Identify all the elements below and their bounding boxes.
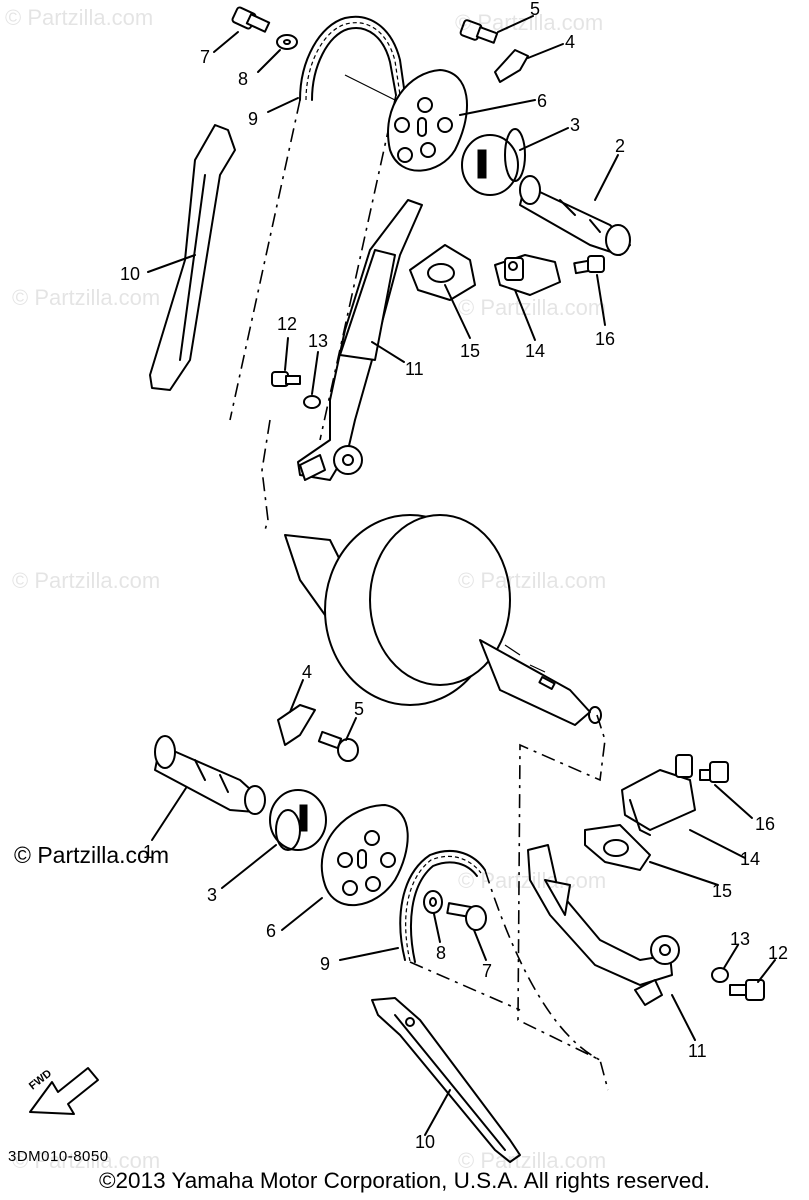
watermark: © Partzilla.com (12, 285, 161, 310)
fwd-arrow (29, 1067, 99, 1115)
watermark: © Partzilla.com (12, 1148, 161, 1173)
washer-lower-13 (711, 967, 729, 983)
callout-lower-7: 7 (482, 961, 493, 981)
camshaft-upper-2 (519, 175, 631, 256)
lock-plate-upper-4 (494, 49, 529, 83)
diagram-part-code: 3DM010-8050 (8, 1148, 109, 1165)
tensioner-lower-14 (621, 754, 696, 836)
washer-lower-8 (423, 890, 443, 914)
bolt-upper-12 (271, 371, 301, 387)
callout-lower-8: 8 (436, 943, 447, 963)
callout-upper-10: 10 (120, 264, 141, 284)
callout-upper-7: 7 (200, 47, 211, 67)
bolt-lower-16 (699, 761, 729, 783)
watermark: © Partzilla.com (5, 5, 154, 30)
lock-plate-lower-4 (277, 704, 316, 746)
cam-chain-lower-9 (399, 850, 486, 963)
gasket-lower-15 (584, 824, 651, 871)
watermark: © Partzilla.com (458, 295, 607, 320)
callout-lower-13: 13 (730, 929, 751, 949)
callout-upper-14: 14 (525, 341, 546, 361)
cam-chain-upper-9 (299, 15, 406, 101)
sprocket-lower-6 (320, 804, 409, 907)
callout-upper-4: 4 (565, 32, 576, 52)
gasket-upper-15 (409, 244, 476, 301)
callout-lower-3: 3 (207, 885, 218, 905)
watermark: © Partzilla.com (12, 568, 161, 593)
washer-upper-13 (303, 395, 321, 409)
chain-guide-lower-10 (371, 997, 521, 1163)
sprocket-upper-6 (387, 69, 468, 172)
watermark: © Partzilla.com (458, 1148, 607, 1173)
decompressor-upper-3 (461, 128, 526, 196)
tensioner-guide-lower-11 (527, 844, 680, 1006)
callout-lower-12: 12 (768, 943, 789, 963)
tensioner-guide-upper-11 (297, 199, 423, 481)
callout-upper-8: 8 (238, 69, 249, 89)
callout-lower-5: 5 (354, 699, 365, 719)
callout-upper-15: 15 (460, 341, 481, 361)
callout-lower-15: 15 (712, 881, 733, 901)
callout-upper-13: 13 (308, 331, 329, 351)
callout-upper-16: 16 (595, 329, 616, 349)
bolt-lower-12 (729, 979, 765, 1001)
bolt-lower-7 (446, 902, 487, 931)
washer-upper-8 (276, 34, 298, 50)
camshaft-lower-1 (154, 735, 266, 815)
callout-lower-11: 11 (688, 1041, 707, 1061)
watermark: © Partzilla.com (455, 10, 604, 35)
callout-lower-4: 4 (302, 662, 313, 682)
decompressor-lower-3 (269, 789, 327, 851)
watermark-prominent: © Partzilla.com (14, 842, 169, 868)
callout-upper-5: 5 (530, 0, 541, 19)
callout-upper-12: 12 (277, 314, 298, 334)
callout-lower-16: 16 (755, 814, 776, 834)
chain-guide-upper-10 (149, 124, 236, 391)
callout-upper-11: 11 (405, 359, 424, 379)
leader-lines (147, 15, 776, 1136)
tensioner-upper-14 (494, 254, 561, 296)
callout-lower-14: 14 (740, 849, 761, 869)
watermark: © Partzilla.com (458, 568, 607, 593)
copyright-notice: ©2013 Yamaha Motor Corporation, U.S.A. A… (98, 1168, 711, 1193)
callout-lower-10: 10 (415, 1132, 436, 1152)
watermark: © Partzilla.com (458, 868, 607, 893)
bolt-upper-16 (573, 255, 605, 275)
bolt-upper-5 (459, 19, 499, 44)
callout-lower-6: 6 (266, 921, 277, 941)
bolt-upper-7 (231, 6, 271, 33)
callout-lower-1: 1 (143, 842, 154, 862)
callout-lower-9: 9 (320, 954, 331, 974)
crankshaft (284, 514, 602, 726)
callout-upper-3: 3 (570, 115, 581, 135)
callout-upper-9: 9 (248, 109, 259, 129)
callout-upper-2: 2 (615, 136, 626, 156)
callout-upper-6: 6 (537, 91, 548, 111)
bolt-lower-5 (317, 730, 359, 762)
